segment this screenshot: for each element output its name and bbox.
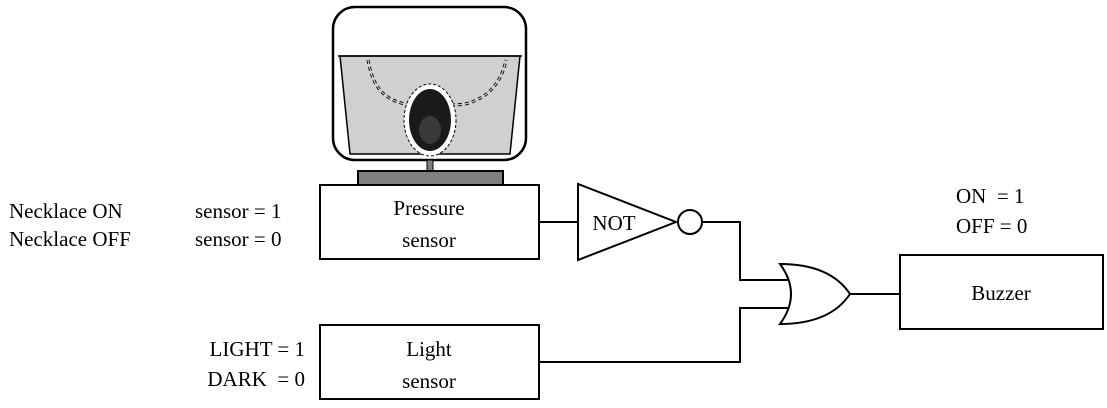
case-stand-post bbox=[426, 159, 434, 172]
necklace-display-case bbox=[331, 5, 528, 186]
pressure-sensor-box bbox=[319, 184, 540, 260]
necklace-on-label: Necklace ON bbox=[9, 199, 123, 223]
buzzer: Buzzer bbox=[899, 254, 1104, 330]
not-gate-inversion-bubble bbox=[677, 209, 703, 235]
not-gate-label: NOT bbox=[592, 211, 635, 235]
buzzer-box bbox=[899, 254, 1104, 330]
pressure-sensor-label-line1: Pressure bbox=[393, 196, 464, 220]
or-gate bbox=[778, 262, 852, 326]
necklace-off-value: sensor = 0 bbox=[195, 227, 282, 251]
light-sensor-label-line1: Light bbox=[406, 337, 452, 361]
pressure-sensor-states: Necklace ON sensor = 1 Necklace OFF sens… bbox=[9, 199, 282, 251]
pressure-sensor-label-line2: sensor bbox=[402, 228, 456, 252]
wire-not-to-or bbox=[703, 221, 790, 281]
light-sensor-label-line2: sensor bbox=[402, 369, 456, 393]
buzzer-on-state: ON = 1 bbox=[956, 184, 1024, 208]
or-gate-body bbox=[778, 262, 852, 326]
light-state-label: LIGHT = 1 bbox=[210, 337, 305, 361]
buzzer-states: ON = 1 OFF = 0 bbox=[956, 184, 1027, 238]
sensor-platform bbox=[357, 170, 504, 186]
light-sensor: Light sensor bbox=[319, 324, 540, 400]
dark-state-label: DARK = 0 bbox=[207, 367, 305, 391]
not-gate: NOT bbox=[577, 182, 703, 262]
necklace-on-value: sensor = 1 bbox=[195, 199, 282, 223]
not-gate-triangle bbox=[577, 182, 679, 262]
pendant-gem-shine bbox=[419, 116, 441, 144]
pressure-sensor: Pressure sensor bbox=[319, 184, 540, 260]
light-sensor-states: LIGHT = 1 DARK = 0 bbox=[207, 337, 305, 391]
necklace-chain-inner bbox=[367, 59, 507, 106]
wires bbox=[539, 221, 900, 363]
buzzer-off-state: OFF = 0 bbox=[956, 214, 1027, 238]
necklace-off-label: Necklace OFF bbox=[9, 227, 131, 251]
wire-light-to-or bbox=[539, 307, 790, 363]
buzzer-label: Buzzer bbox=[971, 281, 1030, 305]
